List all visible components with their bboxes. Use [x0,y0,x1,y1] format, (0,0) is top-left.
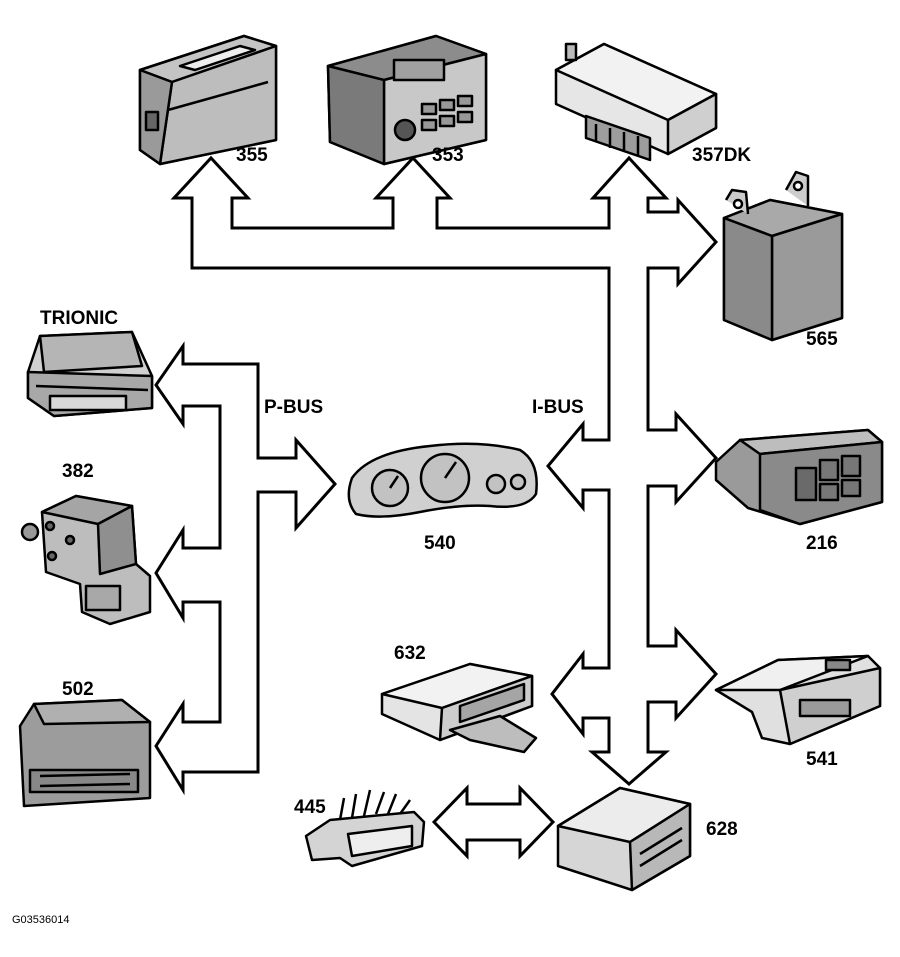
figure-id: G03536014 [12,914,70,926]
module-355-icon [138,34,278,166]
label-628: 628 [706,819,738,840]
module-353-icon [326,34,488,166]
label-540: 540 [424,533,456,554]
module-540-icon [347,442,538,518]
module-502-icon [18,698,152,808]
label-445: 445 [294,797,326,818]
module-565-icon [722,170,844,342]
module-216-icon [714,428,884,526]
module-632-icon [380,662,538,754]
module-445-icon [304,789,426,868]
label-502: 502 [62,679,94,700]
label-632: 632 [394,643,426,664]
label-357dk: 357DK [692,145,752,166]
module-trionic-icon [26,330,154,418]
label-355: 355 [236,145,268,166]
label-trionic: TRIONIC [40,308,119,329]
label-353: 353 [432,145,464,166]
label-382: 382 [62,461,94,482]
diag-link-arrow [431,784,556,860]
module-628-icon [556,786,692,892]
label-216: 216 [806,533,838,554]
label-541: 541 [806,749,838,770]
module-357dk-icon [554,42,718,162]
label-ibus: I-BUS [532,397,584,418]
label-pbus: P-BUS [264,397,324,418]
label-565: 565 [806,329,838,350]
ibus-arrow-network [170,155,719,786]
pbus-arrow-network [154,341,338,796]
module-382-icon [20,494,152,626]
module-541-icon [714,654,882,746]
